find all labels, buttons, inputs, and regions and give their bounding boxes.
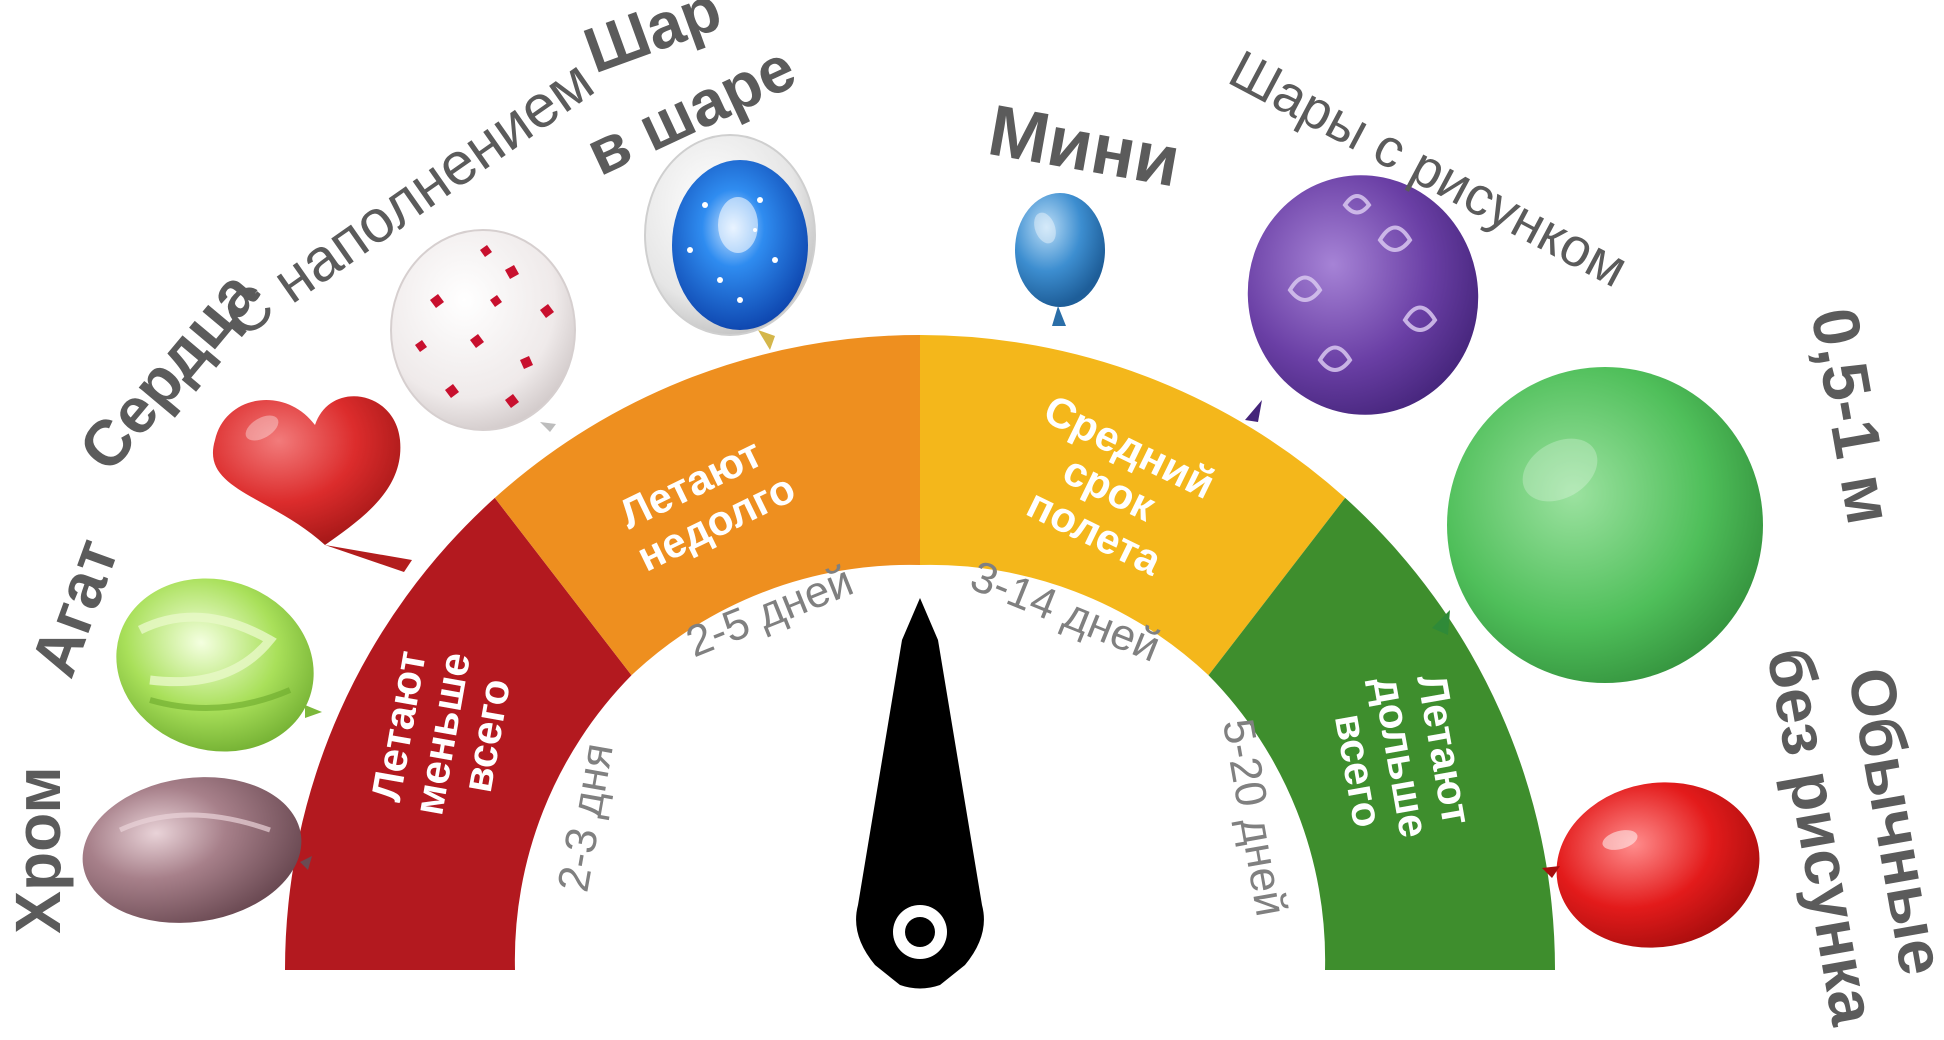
needle-pivot-center <box>905 917 935 947</box>
balloon-agate <box>116 578 322 752</box>
gauge-segment-medium <box>920 334 1346 676</box>
balloon-filled <box>390 229 576 432</box>
balloon-chrome <box>82 777 312 923</box>
label-agate: Агат <box>17 529 132 685</box>
gauge-segment-brief <box>494 334 920 676</box>
gauge <box>284 334 1556 970</box>
balloon-printed <box>1245 175 1479 422</box>
label-chrome: Хром <box>2 766 74 933</box>
balloon-bubble <box>644 134 816 350</box>
label-mini: Мини <box>983 90 1186 202</box>
label-big: 0,5-1 м <box>1797 302 1908 529</box>
balloon-heart <box>212 396 412 572</box>
gauge-needle <box>856 598 984 989</box>
gauge-segment-long <box>1208 497 1556 970</box>
balloon-plain <box>1542 782 1760 948</box>
gauge-segment-short <box>284 497 632 970</box>
balloon-big <box>1432 367 1763 683</box>
balloon-mini <box>1015 193 1105 326</box>
